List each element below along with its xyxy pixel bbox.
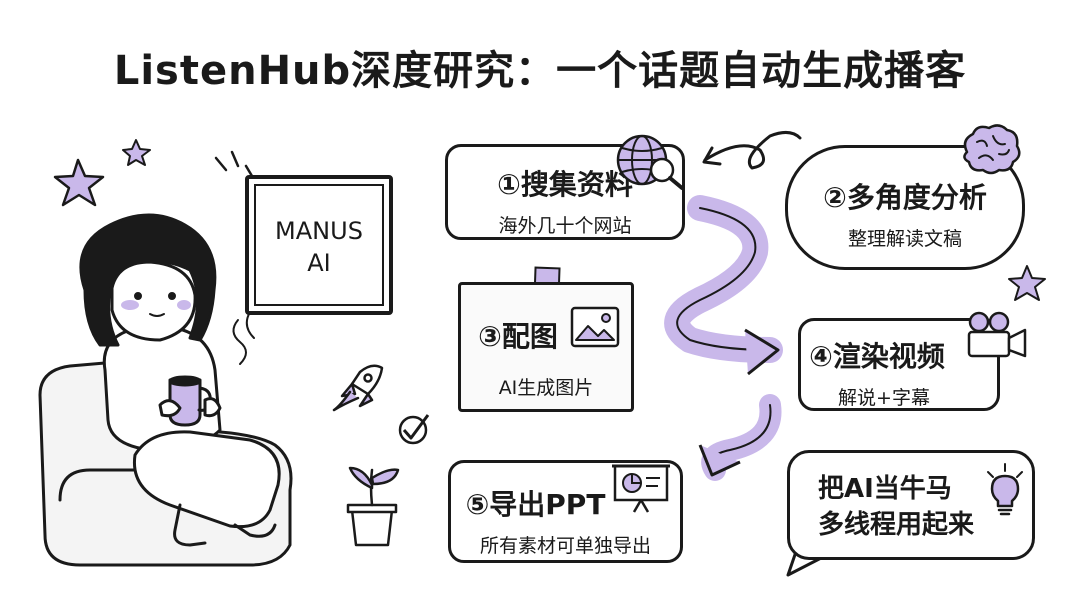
step-3-title: ③配图 — [478, 320, 558, 353]
curly-arrow — [702, 131, 802, 170]
flow-arrow — [664, 195, 783, 376]
step-2-subtitle: 整理解读文稿 — [847, 228, 962, 250]
star-icon — [1008, 265, 1046, 301]
monitor-line-2: AI — [307, 249, 331, 277]
bubble-line-2: 多线程用起来 — [818, 510, 975, 540]
step-3-subtitle: AI生成图片 — [498, 377, 594, 399]
step-1-subtitle: 海外几十个网站 — [498, 215, 632, 237]
step-5-subtitle: 所有素材可单独导出 — [479, 535, 651, 557]
rocket-icon — [332, 364, 384, 412]
star-icon — [53, 158, 105, 207]
presentation-icon — [612, 464, 670, 513]
speech-bubble: 把AI当牛马 多线程用起来 — [787, 450, 1035, 560]
globe-magnifier-icon — [616, 134, 684, 190]
step-4-title: ④渲染视频 — [809, 340, 945, 373]
bubble-line-1: 把AI当牛马 — [818, 474, 952, 504]
star-icon — [122, 139, 151, 166]
step-2-title: ②多角度分析 — [823, 181, 987, 214]
brain-icon — [963, 124, 1021, 175]
lightbulb-icon — [987, 463, 1023, 516]
step-4-subtitle: 解说+字幕 — [838, 387, 930, 409]
film-camera-icon — [967, 311, 1027, 358]
step-4-box: ④渲染视频 解说+字幕 — [798, 318, 1000, 411]
step-1-title: ①搜集资料 — [497, 168, 633, 201]
page-title: ListenHub深度研究：一个话题自动生成播客 — [113, 48, 967, 94]
emphasis-lines — [214, 150, 254, 178]
step-3-box: ③配图 AI生成图片 — [458, 282, 634, 412]
step-1-box: ①搜集资料 海外几十个网站 — [445, 144, 685, 240]
step-5-title: ⑤导出PPT — [465, 488, 606, 521]
monitor-line-1: MANUS — [275, 217, 363, 245]
flow-arrow — [698, 394, 782, 481]
image-icon — [570, 306, 620, 348]
monitor-screen: MANUS AI — [245, 175, 393, 315]
plant-icon — [346, 466, 400, 547]
checkmark-icon — [398, 414, 430, 445]
